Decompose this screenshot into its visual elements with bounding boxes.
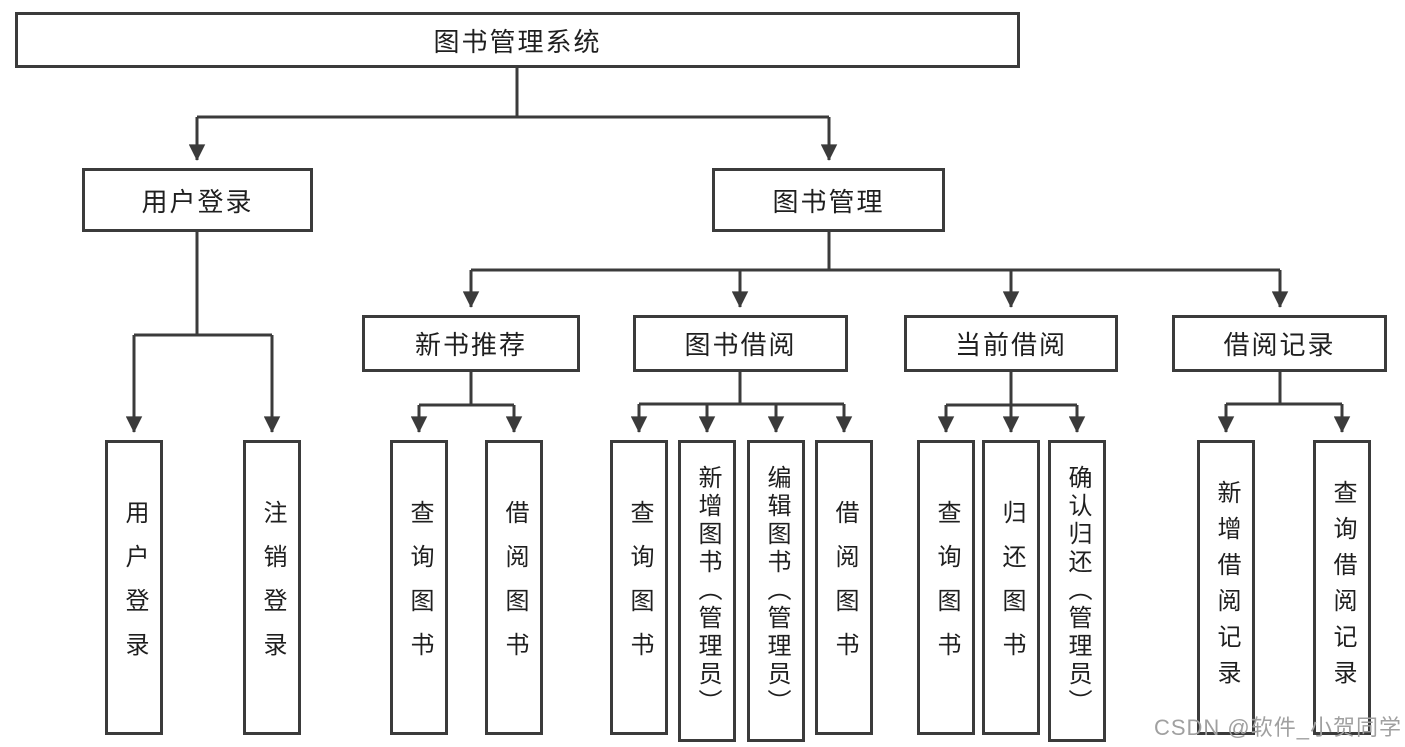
node-new-book-recommendation-label: 新书推荐 (414, 330, 527, 360)
leaf-query-book-label: 查询图书 (626, 499, 653, 676)
node-borrowing-records-label: 借阅记录 (1223, 330, 1336, 360)
leaf-query-borrow-record-label: 查询借阅记录 (1329, 479, 1356, 696)
leaf-borrow-book-label: 借阅图书 (501, 499, 528, 676)
connector-user-login-to-leaves (125, 232, 281, 433)
leaf-query-book: 查询图书 (390, 440, 448, 735)
leaf-logout-label: 注销登录 (259, 499, 286, 676)
connector-new-book-to-leaves (410, 372, 523, 433)
node-borrowing-records: 借阅记录 (1172, 315, 1387, 372)
leaf-add-borrow-record: 新增借阅记录 (1197, 440, 1255, 735)
leaf-return-book: 归还图书 (982, 440, 1040, 735)
leaf-add-book-admin: 新增图书（管理员） (678, 440, 736, 742)
node-current-borrowing: 当前借阅 (904, 315, 1118, 372)
leaf-user-login: 用户登录 (105, 440, 163, 735)
node-book-borrowing-label: 图书借阅 (684, 330, 797, 360)
node-book-borrowing: 图书借阅 (633, 315, 848, 372)
leaf-user-login-label: 用户登录 (121, 499, 148, 676)
node-root-library-system: 图书管理系统 (15, 12, 1020, 68)
leaf-confirm-return-admin: 确认归还（管理员） (1048, 440, 1106, 742)
connector-book-mgmt-to-level3 (462, 232, 1289, 308)
leaf-query-borrow-record: 查询借阅记录 (1313, 440, 1371, 735)
connector-borrow-record-to-leaves (1217, 372, 1351, 433)
leaf-query-book: 查询图书 (610, 440, 668, 735)
node-user-login-label: 用户登录 (141, 186, 254, 217)
node-current-borrowing-label: 当前借阅 (954, 330, 1067, 360)
connector-current-borrow-to-leaves (937, 372, 1086, 433)
leaf-query-book-label: 查询图书 (933, 499, 960, 676)
leaf-confirm-return-admin-label: 确认归还（管理员） (1064, 465, 1091, 717)
leaf-logout: 注销登录 (243, 440, 301, 735)
leaf-add-book-admin-label: 新增图书（管理员） (694, 465, 721, 717)
leaf-edit-book-admin: 编辑图书（管理员） (747, 440, 805, 742)
connector-book-borrow-to-leaves (630, 372, 853, 433)
leaf-borrow-book: 借阅图书 (815, 440, 873, 735)
leaf-query-book-label: 查询图书 (406, 499, 433, 676)
leaf-query-book: 查询图书 (917, 440, 975, 735)
node-root-label: 图书管理系统 (433, 26, 602, 57)
node-book-management: 图书管理 (712, 168, 945, 232)
connector-root-to-level2 (188, 68, 838, 161)
leaf-add-borrow-record-label: 新增借阅记录 (1213, 479, 1240, 696)
leaf-borrow-book: 借阅图书 (485, 440, 543, 735)
csdn-watermark: CSDN @软件_小贺同学 (1153, 715, 1402, 740)
node-user-login: 用户登录 (82, 168, 313, 232)
node-book-management-label: 图书管理 (772, 186, 885, 217)
leaf-edit-book-admin-label: 编辑图书（管理员） (763, 465, 790, 717)
leaf-borrow-book-label: 借阅图书 (831, 499, 858, 676)
leaf-return-book-label: 归还图书 (998, 499, 1025, 676)
node-new-book-recommendation: 新书推荐 (362, 315, 580, 372)
